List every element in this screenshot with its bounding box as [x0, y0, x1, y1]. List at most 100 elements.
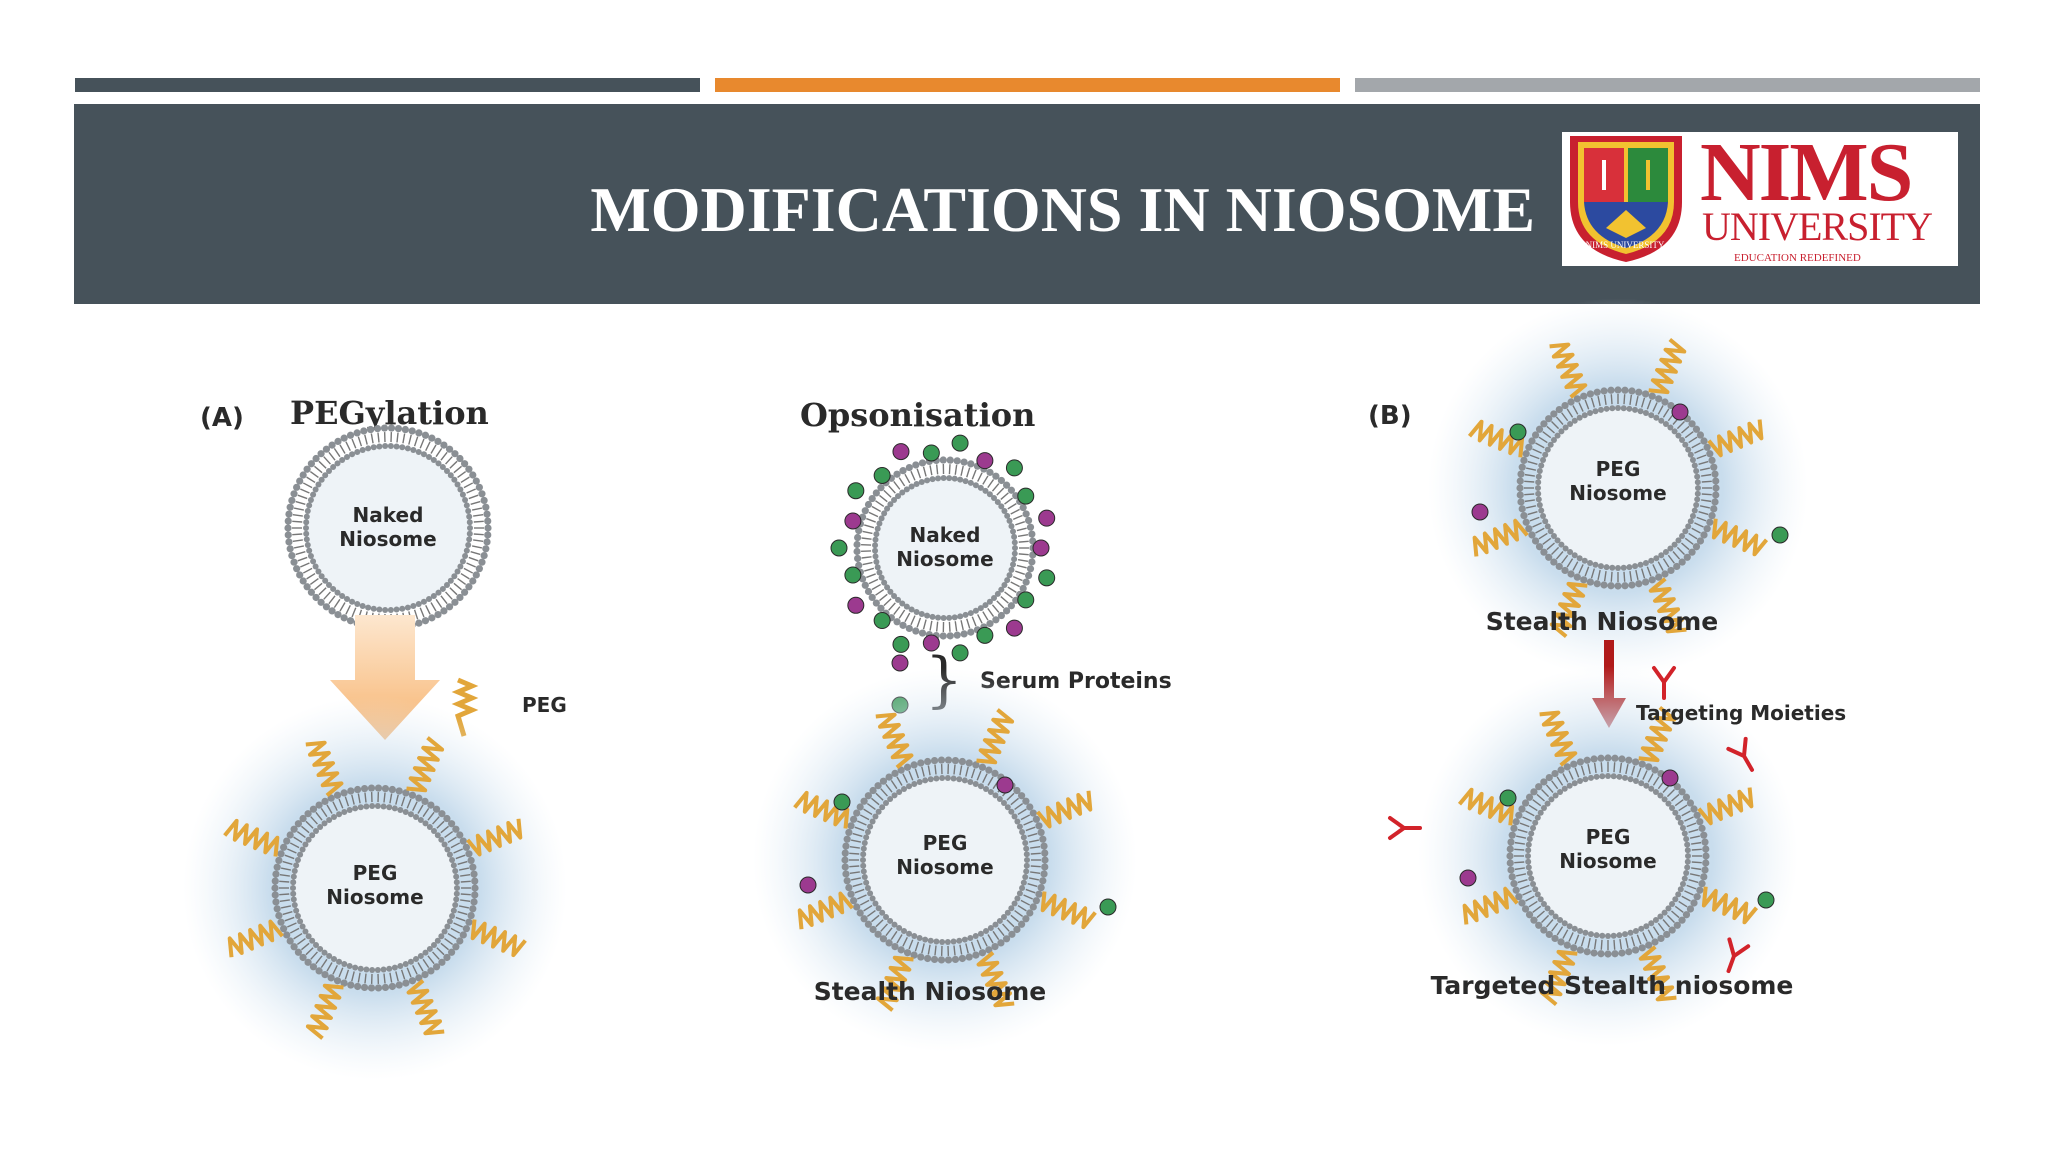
surfactant-tail: [420, 608, 424, 617]
surfactant-head: [1704, 525, 1711, 532]
surfactant-head-inner: [1632, 407, 1638, 413]
surfactant-head: [1698, 880, 1705, 887]
surfactant-head: [1522, 905, 1529, 912]
surfactant-head-inner: [303, 525, 309, 531]
surfactant-head: [1041, 863, 1048, 870]
surfactant-tail: [293, 540, 303, 541]
surfactant-head-inner: [1653, 555, 1659, 561]
surfactant-head-inner: [293, 862, 299, 868]
surfactant-tail: [469, 495, 478, 498]
surfactant-head-inner: [308, 497, 314, 503]
surfactant-tail: [298, 495, 307, 498]
surfactant-head: [979, 949, 986, 956]
surfactant-head-inner: [1695, 485, 1701, 491]
surfactant-head-inner: [1638, 562, 1644, 568]
surfactant-head-inner: [952, 614, 958, 620]
surfactant-head: [476, 484, 483, 491]
surfactant-head: [465, 850, 472, 857]
surfactant-head-inner: [922, 777, 928, 783]
surfactant-tail: [879, 594, 887, 600]
surfactant-head: [1600, 387, 1607, 394]
surfactant-head: [1700, 832, 1707, 839]
surfactant-head-inner: [1021, 834, 1027, 840]
surfactant-head-inner: [962, 777, 968, 783]
surfactant-head: [409, 977, 416, 984]
surfactant-head-inner: [1542, 452, 1548, 458]
surfactant-head-inner: [347, 807, 353, 813]
surfactant-head: [1525, 444, 1532, 451]
targeting-moiety-icon: [1390, 818, 1420, 838]
surfactant-tail: [911, 471, 915, 480]
surfactant-head-inner: [410, 447, 416, 453]
surfactant-head: [1025, 572, 1032, 579]
surfactant-head-inner: [1592, 562, 1598, 568]
surfactant-head: [1507, 838, 1514, 845]
surfactant-head: [456, 831, 463, 838]
surfactant-head: [1040, 842, 1047, 849]
surfactant-tail: [310, 472, 318, 478]
surfactant-head-inner: [957, 477, 963, 483]
surfactant-head: [954, 457, 961, 464]
surfactant-head: [1570, 944, 1577, 951]
surfactant-head: [1567, 398, 1574, 405]
surfactant-tail: [454, 466, 462, 472]
surfactant-head: [898, 946, 905, 953]
surfactant-head-inner: [1626, 564, 1632, 570]
surfactant-head-inner: [453, 896, 459, 902]
surfactant-head-inner: [460, 492, 466, 498]
surfactant-head-inner: [303, 531, 309, 537]
surfactant-head: [1507, 859, 1514, 866]
surfactant-head: [1701, 838, 1708, 845]
surfactant-head-inner: [967, 935, 973, 941]
surfactant-head-inner: [1599, 933, 1605, 939]
surfactant-head-inner: [421, 599, 427, 605]
surfactant-head: [899, 622, 906, 629]
opsonin-protein: [1033, 540, 1049, 556]
surfactant-head: [967, 629, 974, 636]
surfactant-head: [1628, 387, 1635, 394]
surfactant-head: [395, 425, 402, 432]
surfactant-head: [1516, 484, 1523, 491]
surfactant-head: [862, 507, 869, 514]
surfactant-head-inner: [917, 779, 923, 785]
opsonin-protein: [1006, 620, 1022, 636]
surfactant-head: [1551, 770, 1558, 777]
surfactant-head: [1587, 578, 1594, 585]
surfactant-head: [1661, 398, 1668, 405]
serum-protein: [1500, 790, 1516, 806]
surfactant-head-inner: [1572, 926, 1578, 932]
surfactant-tail: [300, 489, 309, 493]
surfactant-head: [906, 464, 913, 471]
surfactant-head-inner: [1535, 891, 1541, 897]
surfactant-head: [468, 857, 475, 864]
surfactant-head: [1700, 437, 1707, 444]
surfactant-head: [1523, 450, 1530, 457]
surfactant-head: [460, 837, 467, 844]
surfactant-head: [277, 850, 284, 857]
surfactant-tail: [303, 483, 312, 488]
surfactant-head: [959, 758, 966, 765]
surfactant-head: [470, 870, 477, 877]
surfactant-head: [1577, 758, 1584, 765]
panel-b: (B) PEG Niosome Stealth Niosome Targetin…: [1368, 298, 1846, 1046]
surfactant-head: [375, 984, 382, 991]
surfactant-head-inner: [1577, 928, 1583, 934]
surfactant-tail: [294, 546, 304, 548]
surfactant-tail: [467, 563, 476, 567]
opsonisation-heading: Opsonisation: [800, 396, 1035, 434]
surfactant-head-inner: [1022, 840, 1028, 846]
surfactant-head: [469, 905, 476, 912]
surfactant-head: [1701, 866, 1708, 873]
surfactant-head: [854, 555, 861, 562]
surfactant-tail: [464, 568, 473, 573]
serum-protein: [997, 777, 1013, 793]
surfactant-tail: [972, 470, 976, 479]
surfactant-tail: [454, 583, 462, 589]
surfactant-head-inner: [911, 781, 917, 787]
surfactant-tail: [352, 439, 356, 448]
surfactant-tail: [450, 461, 457, 468]
surfactant-tail: [983, 612, 988, 621]
surfactant-head: [1515, 812, 1522, 819]
surfactant-head-inner: [1019, 829, 1025, 835]
surfactant-tail: [319, 588, 326, 595]
